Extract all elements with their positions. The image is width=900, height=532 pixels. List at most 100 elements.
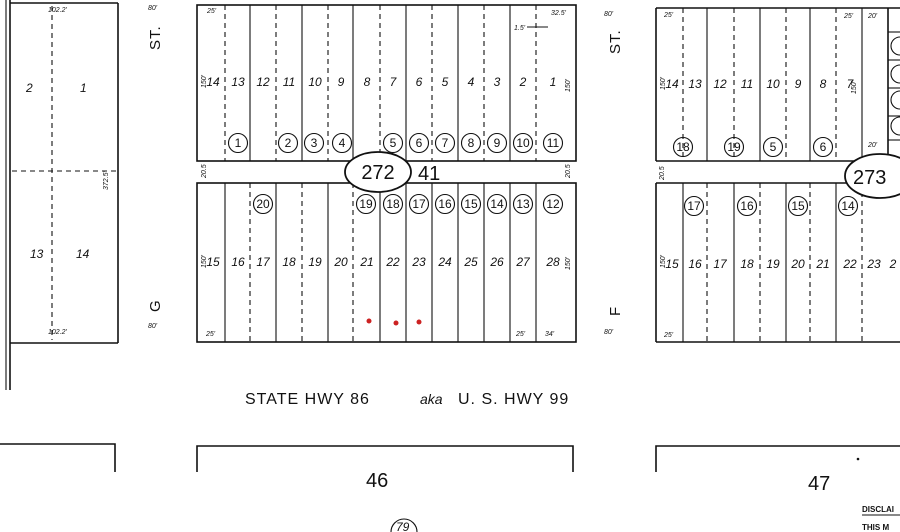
parcel-number: 5 xyxy=(770,140,777,154)
f-street-width-top: 80' xyxy=(604,11,614,18)
parcel-circle xyxy=(434,193,456,215)
parcel-circle xyxy=(434,132,456,154)
parcel-circle xyxy=(542,193,564,215)
parcel-circle xyxy=(227,132,249,154)
disclaimer-line-2: THIS M xyxy=(862,523,889,532)
parcel-number: 3 xyxy=(311,136,318,150)
bottom-parcel-79-label: 79 xyxy=(396,520,410,532)
parcel-circle xyxy=(277,132,299,154)
lower-block-46: 46 xyxy=(196,445,574,492)
lot-number: 14 xyxy=(206,75,220,89)
lot-number: 16 xyxy=(688,257,702,271)
parcel-number: 11 xyxy=(547,136,560,150)
right-dim-bottom-left: 25' xyxy=(663,332,674,339)
lot-number: 20 xyxy=(790,257,805,271)
lot-number: 10 xyxy=(766,77,780,91)
lot-number: 7 xyxy=(390,75,398,89)
highway-label: STATE HWY 86 aka U. S. HWY 99 xyxy=(245,391,569,408)
lot-number: 21 xyxy=(359,255,373,269)
lower-block-left-stub xyxy=(0,443,116,472)
red-marker xyxy=(393,320,399,326)
lot-number: 17 xyxy=(713,257,728,271)
parcel-number: 12 xyxy=(546,197,560,211)
lot-number: 18 xyxy=(282,255,296,269)
lot-number: 10 xyxy=(308,75,322,89)
lot-number: 11 xyxy=(741,77,753,91)
lot-number: 22 xyxy=(385,255,400,269)
lot-number: 15 xyxy=(206,255,220,269)
lot-number: 28 xyxy=(545,255,560,269)
parcel-number: 8 xyxy=(468,136,475,150)
parcel-number: 7 xyxy=(442,136,449,150)
parcel-number: 10 xyxy=(516,136,530,150)
parcel-number: 19 xyxy=(727,140,741,154)
parcel-circle xyxy=(542,132,564,154)
lot-number: 14 xyxy=(665,77,679,91)
left-block-dim-top: 102.2' xyxy=(48,7,68,14)
lot-number: 9 xyxy=(338,75,345,89)
lot-number: 6 xyxy=(416,75,423,89)
main-dim-bottom-right: 34' xyxy=(545,331,555,338)
lot-number: 16 xyxy=(231,255,245,269)
lot-number: 23 xyxy=(411,255,426,269)
f-street-width-bottom: 80' xyxy=(604,329,614,336)
parcel-circle xyxy=(408,132,430,154)
lot-number: 15 xyxy=(665,257,679,271)
disclaimer-line-1: DISCLAI xyxy=(862,505,894,514)
lot-number: 8 xyxy=(820,77,827,91)
parcel-number: 6 xyxy=(820,140,827,154)
parcel-number: 14 xyxy=(490,197,504,211)
parcel-number: 15 xyxy=(464,197,478,211)
bottom-parcel-79: 79 xyxy=(390,518,418,532)
parcel-number: 4 xyxy=(339,136,346,150)
main-dim-top-left: 25' xyxy=(206,8,217,15)
parcel-number: 14 xyxy=(841,199,855,213)
parcel-number: 18 xyxy=(676,140,690,154)
parcel-circle xyxy=(736,195,758,217)
main-depth-right-bottom: 150' xyxy=(565,256,572,270)
parcel-number: 20 xyxy=(256,197,270,211)
parcel-number: 13 xyxy=(516,197,530,211)
parcel-circle xyxy=(683,195,705,217)
main-alley-left: 20.5 xyxy=(201,164,208,179)
lot-number: 4 xyxy=(468,75,475,89)
left-block-dim-bottom: 102.2' xyxy=(48,329,68,336)
g-street-label-bottom: G xyxy=(147,299,164,312)
lot-number: 23 xyxy=(866,257,881,271)
right-depth-top-2: 150' xyxy=(851,80,858,94)
lot-number: 22 xyxy=(842,257,857,271)
parcel-circle xyxy=(303,132,325,154)
lot-number: 11 xyxy=(283,75,295,89)
highway-aka: aka xyxy=(420,391,443,407)
parcel-circle xyxy=(486,132,508,154)
parcel-circle xyxy=(252,193,274,215)
right-small-dim: 20' xyxy=(867,142,878,149)
parcel-number: 6 xyxy=(416,136,423,150)
parcel-number: 15 xyxy=(791,199,805,213)
right-dim-top-right: 20' xyxy=(867,13,878,20)
parcel-circle xyxy=(331,132,353,154)
main-block: 25' 32.5' 1.5' 150' 150' 20.5 20.5 150' … xyxy=(196,4,577,343)
parcel-circle xyxy=(382,193,404,215)
g-street-width-top: 80' xyxy=(148,5,158,12)
book-page-273: 273 xyxy=(844,153,900,199)
lot-number: 7 xyxy=(847,77,855,91)
lot-number: 3 xyxy=(494,75,501,89)
left-lot-13: 13 xyxy=(30,247,44,261)
lot-number: 1 xyxy=(550,75,557,89)
left-block: 102.2' 102.2' 372.5' 2 1 13 14 xyxy=(5,0,119,390)
parcel-number: 19 xyxy=(359,197,373,211)
parcel-circle xyxy=(762,136,784,158)
g-street-width-bottom: 80' xyxy=(148,323,158,330)
parcel-circle xyxy=(672,136,694,158)
right-dim-top-mid: 25' xyxy=(843,13,854,20)
parcel-number: 18 xyxy=(386,197,400,211)
disclaimer: DISCLAI THIS M xyxy=(862,505,900,532)
highway-alt-name: U. S. HWY 99 xyxy=(458,391,569,408)
parcel-number: 5 xyxy=(390,136,397,150)
block-47-label: 47 xyxy=(808,473,830,495)
book-page-main: 272 xyxy=(361,162,394,184)
book-page-272: 272 41 xyxy=(344,151,440,193)
lot-number: 19 xyxy=(308,255,322,269)
